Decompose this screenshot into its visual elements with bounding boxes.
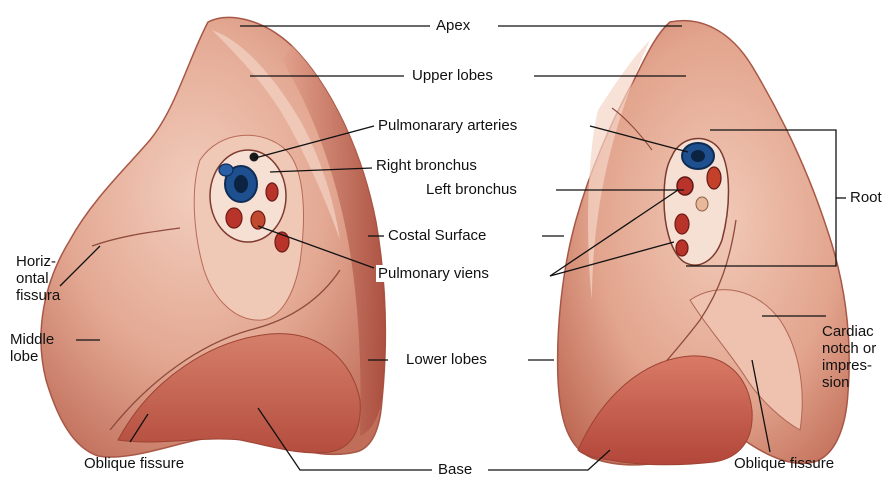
label-middle-lobe: Middle lobe	[10, 331, 54, 365]
label-apex: Apex	[434, 17, 472, 34]
label-pulmonary-viens: Pulmonary viens	[376, 265, 491, 282]
right-vessel-1	[677, 177, 693, 195]
label-oblique-fissure-left: Oblique fissure	[84, 455, 184, 472]
label-pulmonary-arteries: Pulmonarary arteries	[376, 117, 519, 134]
label-oblique-fissure-right: Oblique fissure	[734, 455, 834, 472]
left-upper-bronchus	[219, 164, 233, 176]
label-left-bronchus: Left bronchus	[424, 181, 519, 198]
left-vein-4	[266, 183, 278, 201]
left-bronchus-inner	[234, 175, 248, 193]
label-cardiac-notch: Cardiac notch or impres- sion	[822, 323, 876, 391]
right-vessel-4	[676, 240, 688, 256]
right-lung	[558, 21, 850, 465]
label-costal-surface: Costal Surface	[386, 227, 488, 244]
label-right-bronchus: Right bronchus	[374, 157, 479, 174]
left-lung	[41, 17, 385, 457]
right-bronchus-inner	[691, 150, 705, 162]
label-upper-lobes: Upper lobes	[410, 67, 495, 84]
right-vessel-2	[707, 167, 721, 189]
label-horizontal-fissura: Horiz- ontal fissura	[16, 253, 60, 304]
label-root: Root	[850, 189, 882, 206]
left-vein-1	[226, 208, 242, 228]
label-base: Base	[438, 461, 472, 478]
label-lower-lobes: Lower lobes	[404, 351, 489, 368]
right-vessel-5	[696, 197, 708, 211]
right-vessel-3	[675, 214, 689, 234]
